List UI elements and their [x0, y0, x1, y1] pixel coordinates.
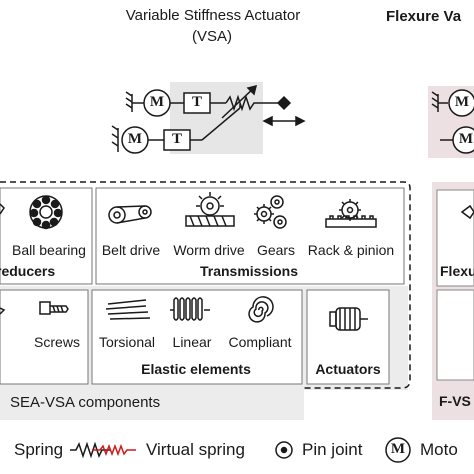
legend-pin-joint-symbol	[275, 441, 293, 459]
belt-drive-icon	[108, 205, 152, 224]
fvsa-inner-box	[436, 189, 474, 287]
fvsa-mechanism	[431, 89, 474, 220]
actuators-group-label: Actuators	[315, 361, 381, 377]
linear-label: Linear	[172, 334, 212, 350]
torsional-label: Torsional	[98, 334, 156, 350]
vsa-title: Variable Stiffness Actuator	[125, 7, 301, 24]
ball-bearing-icon	[29, 195, 63, 230]
vsa-transmission-letter-bottom: T	[171, 131, 183, 147]
fvsa-inner-box-2	[436, 289, 474, 381]
legend-motor-letter: M	[390, 441, 406, 457]
compliant-spiral-icon	[248, 296, 274, 323]
gears-label: Gears	[256, 242, 296, 258]
linear-spring-icon	[170, 297, 210, 321]
vsa-motor-letter-bottom: M	[127, 131, 143, 147]
transmissions-box	[95, 187, 405, 285]
sea-vsa-components-label: SEA-VSA components	[10, 394, 161, 411]
legend-motor-label: Moto	[420, 440, 458, 459]
fvsa-footer-label: F-VS	[439, 393, 471, 409]
fvsa-title: Flexure Va	[386, 8, 462, 25]
actuators-box	[306, 289, 390, 385]
reducers-group-label: reducers	[0, 263, 56, 279]
legend-virtual-spring-label: Virtual spring	[146, 440, 245, 459]
vsa-motor-letter-top: M	[149, 94, 165, 110]
ball-bearing-label: Ball bearing	[12, 242, 86, 258]
legend-virtual-spring-symbol	[92, 443, 136, 457]
partial-reducer-icon	[0, 203, 5, 215]
partial-screw-icon	[0, 307, 6, 315]
gears-icon	[254, 195, 287, 229]
legend-spring-label: Spring	[14, 440, 64, 459]
legend-motor-symbol	[385, 437, 411, 463]
screws-box	[0, 289, 89, 385]
screws-label: Screws	[34, 334, 80, 350]
belt-drive-label: Belt drive	[101, 242, 161, 258]
fvsa-motor-letter-top: M	[454, 94, 470, 110]
vsa-transmission-letter-top: T	[191, 94, 203, 110]
rack-pinion-label: Rack & pinion	[307, 242, 395, 258]
transmissions-group-label: Transmissions	[199, 263, 299, 279]
worm-drive-label: Worm drive	[173, 242, 245, 258]
fvsa-flexure-label: Flexu	[440, 263, 474, 279]
screw-icon	[39, 301, 69, 315]
legend-pin-joint-label: Pin joint	[302, 440, 363, 459]
actuator-motor-icon	[329, 307, 368, 331]
rack-pinion-icon	[325, 199, 377, 228]
compliant-label: Compliant	[228, 334, 292, 350]
elastic-group-label: Elastic elements	[141, 361, 251, 377]
vsa-mechanism	[111, 84, 306, 154]
legend-spring-symbol	[70, 441, 110, 459]
worm-drive-icon	[185, 192, 235, 227]
fvsa-motor-letter-bottom: M	[458, 131, 474, 147]
torsional-spring-icon	[105, 299, 151, 320]
vsa-acronym: (VSA)	[191, 28, 233, 45]
dashed-group-outline	[0, 181, 411, 389]
